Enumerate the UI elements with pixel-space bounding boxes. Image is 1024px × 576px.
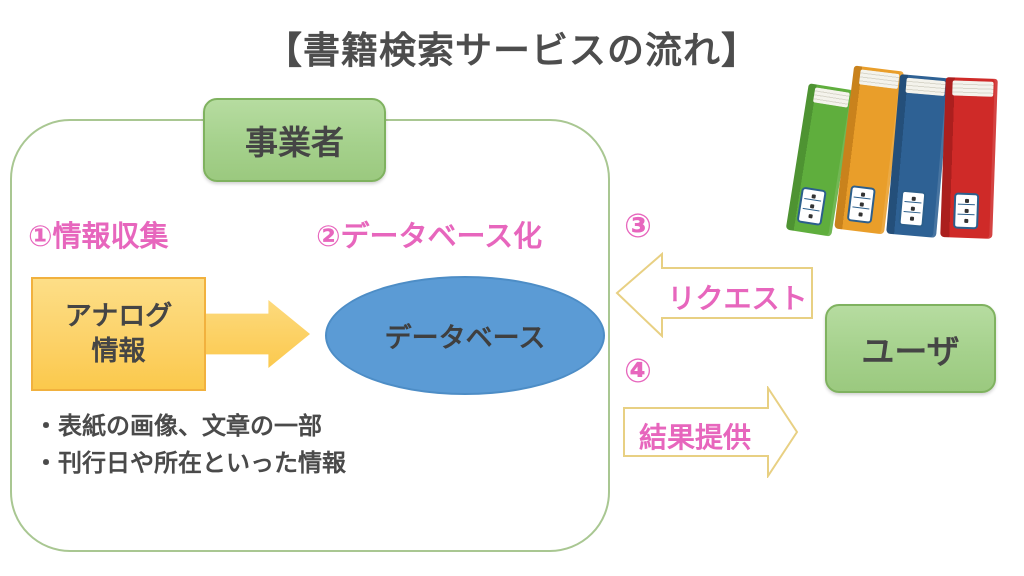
database-node-label: データベース [384, 323, 546, 353]
page-title: 【書籍検索サービスの流れ】 [265, 30, 759, 71]
analog-info-line2: 情報 [91, 336, 146, 366]
user-node: ユーザ [825, 304, 996, 393]
books-illustration-icon [785, 58, 998, 239]
book-pages [952, 80, 994, 97]
user-node-label: ユーザ [861, 332, 960, 370]
book-label-tag [796, 186, 827, 226]
book-red-icon [940, 77, 998, 239]
book-label-tag [953, 192, 980, 230]
note-line: ・刊行日や所在といった情報 [34, 450, 346, 478]
note-line: ・表紙の画像、文章の一部 [34, 413, 322, 440]
book-label-tag [846, 185, 876, 224]
analog-info-line1: アナログ [64, 300, 173, 331]
step3-number: ③ [624, 207, 652, 244]
book-pages [905, 77, 946, 97]
database-node: データベース [325, 276, 605, 395]
book-pages [812, 87, 850, 108]
book-pages [858, 69, 900, 90]
provider-node: 事業者 [203, 98, 386, 182]
book-label-tag [898, 189, 927, 228]
result-arrow [623, 386, 799, 478]
step2-label: ②データベース化 [316, 221, 543, 253]
notes-list: ・表紙の画像、文章の一部 ・刊行日や所在といった情報 [34, 408, 346, 482]
analog-info-box: アナログ 情報 [31, 277, 206, 391]
provider-node-label: 事業者 [245, 124, 344, 161]
step1-label: ①情報収集 [28, 221, 169, 253]
request-arrow-label: リクエスト [667, 283, 808, 314]
request-arrow [615, 252, 813, 338]
result-arrow-label: 結果提供 [638, 422, 751, 453]
step4-number: ④ [624, 352, 652, 389]
